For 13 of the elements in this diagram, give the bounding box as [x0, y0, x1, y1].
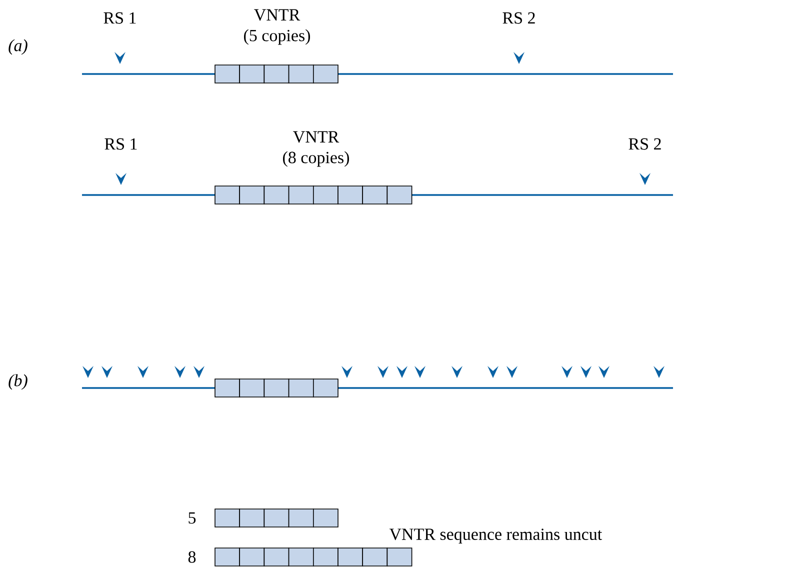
count-label: 5: [188, 512, 196, 524]
count-label: 8: [188, 551, 196, 563]
label: RS 1: [104, 138, 137, 150]
label: VNTR sequence remains uncut: [389, 528, 602, 544]
label: RS 1: [104, 12, 136, 24]
panel-label: (a): [8, 39, 28, 55]
label: VNTR: [254, 9, 300, 21]
label: (5 copies): [244, 29, 310, 45]
label: VNTR: [293, 131, 340, 143]
label: RS 2: [628, 138, 661, 150]
label: (8 copies): [283, 151, 349, 167]
label: RS 2: [502, 12, 535, 24]
panel-label: (b): [8, 374, 28, 390]
